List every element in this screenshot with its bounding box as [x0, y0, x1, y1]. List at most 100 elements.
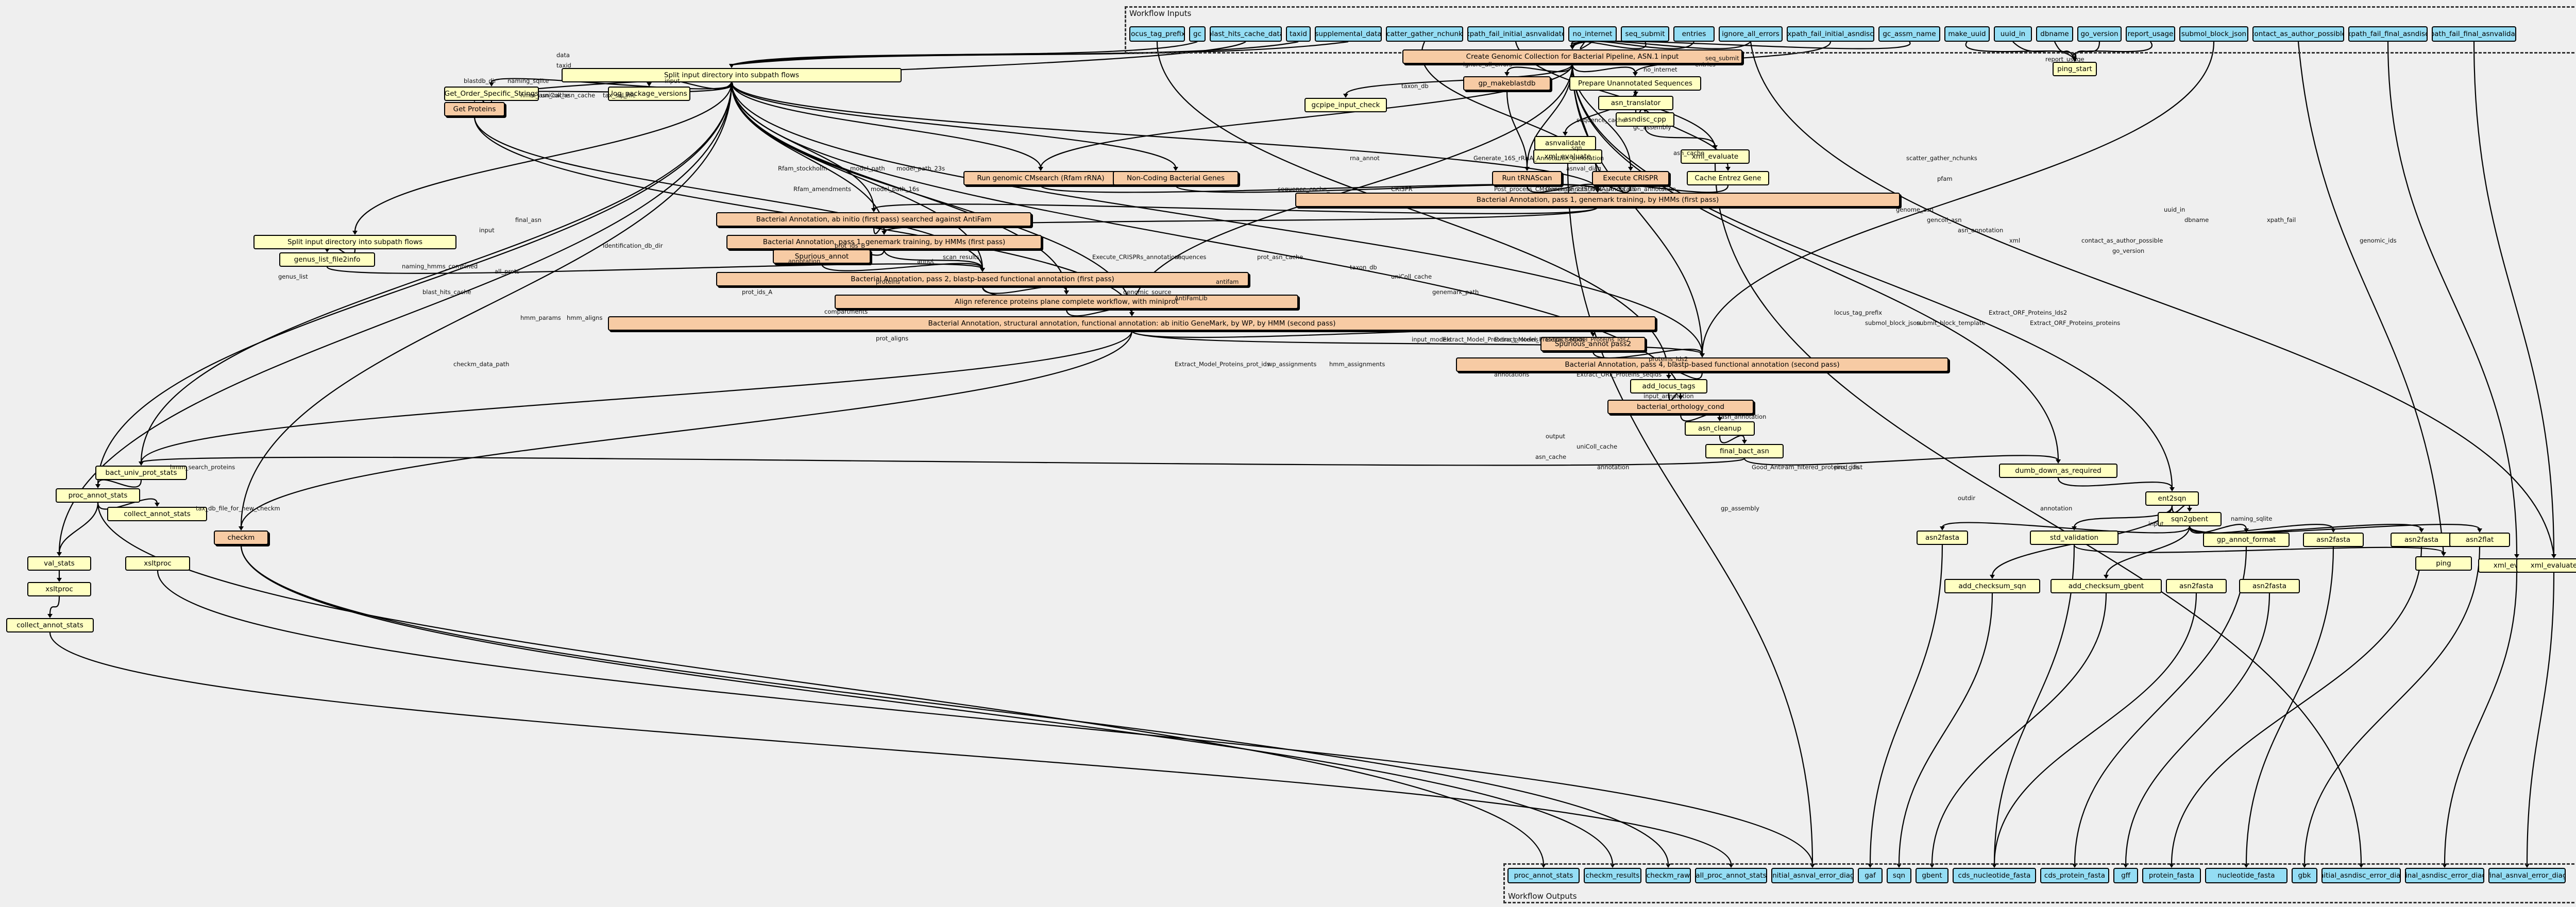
step-xml-evaluate[interactable]: xml_evaluate	[1681, 149, 1750, 164]
step-asn2fasta[interactable]: asn2fasta	[2166, 579, 2227, 593]
step-execute-crispr[interactable]: Execute CRISPR	[1592, 171, 1669, 185]
io-go-version[interactable]: go_version	[2077, 26, 2122, 42]
step-asndisc-cpp[interactable]: asndisc_cpp	[1616, 112, 1674, 127]
io-xpath-fail-final-asnvalidate[interactable]: xpath_fail_final_asnvalidate	[2432, 26, 2516, 42]
step-std-validation[interactable]: std_validation	[2030, 530, 2119, 545]
io-initial-asndisc-error-diag[interactable]: initial_asndisc_error_diag	[2321, 868, 2401, 883]
io-dbname[interactable]: dbname	[2036, 26, 2073, 42]
step-asn-translator[interactable]: asn_translator	[1598, 96, 1673, 110]
io-entries[interactable]: entries	[1673, 26, 1715, 42]
io-checkm-results[interactable]: checkm_results	[1584, 868, 1641, 883]
io-locus-tag-prefix[interactable]: locus_tag_prefix	[1129, 26, 1185, 42]
step-align-reference-proteins-plane-complete-workflow-with-miniprot[interactable]: Align reference proteins plane complete …	[835, 295, 1298, 309]
step-xsltproc[interactable]: xsltproc	[125, 556, 190, 571]
step-run-genomic-cmsearch-rfam-rrna[interactable]: Run genomic CMsearch (Rfam rRNA)	[963, 171, 1118, 185]
step-xsltproc[interactable]: xsltproc	[27, 582, 91, 596]
io-cds-protein-fasta[interactable]: cds_protein_fasta	[2040, 868, 2109, 883]
io-proc-annot-stats[interactable]: proc_annot_stats	[1507, 868, 1580, 883]
io-final-asnval-error-diag[interactable]: final_asnval_error_diag	[2488, 868, 2566, 883]
step-bacterial-annotation-pass-4-blastp-based-functional-annotation-second-pass[interactable]: Bacterial Annotation, pass 4, blastp-bas…	[1456, 357, 1948, 372]
edge-arrowhead	[2302, 864, 2307, 868]
io-contact-as-author-possible[interactable]: contact_as_author_possible	[2252, 26, 2344, 42]
step-val-stats[interactable]: val_stats	[27, 556, 91, 571]
step-xml-evaluate[interactable]: xml_evaluate	[1533, 149, 1602, 164]
step-asn2fasta[interactable]: asn2fasta	[2239, 579, 2300, 593]
io-initial-asnval-error-diag[interactable]: initial_asnval_error_diag	[1771, 868, 1854, 883]
step-genus-list-file2info[interactable]: genus_list_file2info	[279, 252, 375, 267]
io-make-uuid[interactable]: make_uuid	[1944, 26, 1990, 42]
io-nucleotide-fasta[interactable]: nucleotide_fasta	[2205, 868, 2287, 883]
io-cds-nucleotide-fasta[interactable]: cds_nucleotide_fasta	[1953, 868, 2036, 883]
step-asn2flat[interactable]: asn2flat	[2449, 533, 2510, 547]
step-ping[interactable]: ping	[2415, 556, 2472, 571]
step-collect-annot-stats[interactable]: collect_annot_stats	[107, 507, 207, 521]
step-asn2fasta[interactable]: asn2fasta	[2303, 533, 2364, 547]
step-proc-annot-stats[interactable]: proc_annot_stats	[56, 488, 140, 503]
io-ignore-all-errors[interactable]: ignore_all_errors	[1719, 26, 1783, 42]
io-gc-assm-name[interactable]: gc_assm_name	[1878, 26, 1940, 42]
step-add-checksum-sqn[interactable]: add_checksum_sqn	[1944, 579, 2040, 593]
io-xpath-fail-final-asndisc[interactable]: xpath_fail_final_asndisc	[2348, 26, 2428, 42]
step-get-order-specific-strings[interactable]: Get_Order_Specific_Strings	[444, 87, 539, 101]
io-gbent[interactable]: gbent	[1916, 868, 1948, 883]
io-blast-hits-cache-data[interactable]: blast_hits_cache_data	[1210, 26, 1282, 42]
step-prepare-unannotated-sequences[interactable]: Prepare Unannotated Sequences	[1569, 76, 1701, 91]
step-add-locus-tags[interactable]: add_locus_tags	[1630, 379, 1707, 393]
step-log-package-versions[interactable]: log_package_versions	[608, 87, 690, 101]
io-all-proc-annot-stats[interactable]: all_proc_annot_stats	[1695, 868, 1767, 883]
step-ent2sqn[interactable]: ent2sqn	[2145, 491, 2199, 506]
io-submol-block-json[interactable]: submol_block_json	[2179, 26, 2248, 42]
io-seq-submit[interactable]: seq_submit	[1621, 26, 1669, 42]
step-bacterial-orthology-cond[interactable]: bacterial_orthology_cond	[1607, 400, 1754, 414]
step-sqn2gbent[interactable]: sqn2gbent	[2158, 512, 2222, 526]
io-xpath-fail-initial-asndisc[interactable]: xpath_fail_initial_asndisc	[1787, 26, 1874, 42]
step-ping-start[interactable]: ping_start	[2053, 62, 2097, 76]
io-final-asndisc-error-diag[interactable]: final_asndisc_error_diag	[2405, 868, 2484, 883]
step-bact-univ-prot-stats[interactable]: bact_univ_prot_stats	[95, 466, 187, 480]
step-collect-annot-stats[interactable]: collect_annot_stats	[6, 618, 94, 632]
io-checkm-raw[interactable]: checkm_raw	[1646, 868, 1691, 883]
step-bacterial-annotation-pass-1-genemark-training-by-hmms-first-pass[interactable]: Bacterial Annotation, pass 1, genemark t…	[1295, 193, 1900, 207]
io-taxid[interactable]: taxid	[1286, 26, 1311, 42]
step-bacterial-annotation-structural-annotation-functional-annotation-ab-initio-genemark-by-wp-by-hmm-second-pass[interactable]: Bacterial Annotation, structural annotat…	[608, 316, 1656, 331]
step-split-input-directory-into-subpath-flows[interactable]: Split input directory into subpath flows	[253, 235, 456, 249]
step-final-bact-asn[interactable]: final_bact_asn	[1705, 444, 1784, 458]
step-asn-cleanup[interactable]: asn_cleanup	[1685, 421, 1755, 436]
io-xpath-fail-initial-asnvalidate[interactable]: xpath_fail_initial_asnvalidate	[1467, 26, 1564, 42]
io-report-usage[interactable]: report_usage	[2126, 26, 2175, 42]
io-gbk[interactable]: gbk	[2292, 868, 2317, 883]
step-gp-makeblastdb[interactable]: gp_makeblastdb	[1463, 76, 1551, 91]
io-scatter-gather-nchunks[interactable]: scatter_gather_nchunks	[1386, 26, 1463, 42]
step-asn2fasta[interactable]: asn2fasta	[1917, 530, 1968, 545]
step-bacterial-annotation-pass-2-blastp-based-functional-annotation-first-pass[interactable]: Bacterial Annotation, pass 2, blastp-bas…	[716, 272, 1249, 286]
step-asn2fasta[interactable]: asn2fasta	[2391, 533, 2452, 547]
io-gff[interactable]: gff	[2113, 868, 2138, 883]
step-get-proteins[interactable]: Get Proteins	[444, 102, 505, 116]
io-gc[interactable]: gc	[1189, 26, 1206, 42]
step-dumb-down-as-required[interactable]: dumb_down_as_required	[1999, 464, 2117, 478]
edge-s10-s13	[1644, 126, 1716, 147]
edge-label: input	[665, 77, 680, 84]
io-gaf[interactable]: gaf	[1858, 868, 1883, 883]
step-bacterial-annotation-ab-initio-first-pass-searched-against-antifam[interactable]: Bacterial Annotation, ab initio (first p…	[716, 212, 1031, 227]
step-create-genomic-collection-for-bacterial-pipeline-asn-1-input[interactable]: Create Genomic Collection for Bacterial …	[1402, 49, 1742, 64]
step-spurious-annot[interactable]: Spurious_annot	[773, 249, 871, 264]
step-non-coding-bacterial-genes[interactable]: Non-Coding Bacterial Genes	[1113, 171, 1239, 185]
step-spurious-annot-pass2[interactable]: Spurious_annot pass2	[1540, 337, 1646, 351]
step-checkm[interactable]: checkm	[214, 530, 268, 545]
step-split-input-directory-into-subpath-flows[interactable]: Split input directory into subpath flows	[562, 68, 902, 82]
step-gcpipe-input-check[interactable]: gcpipe_input_check	[1304, 98, 1387, 112]
io-protein-fasta[interactable]: protein_fasta	[2142, 868, 2201, 883]
step-add-checksum-gbent[interactable]: add_checksum_gbent	[2050, 579, 2162, 593]
step-xml-evaluate[interactable]: xml_evaluate	[2516, 558, 2576, 573]
step-asnvalidate[interactable]: asnvalidate	[1534, 136, 1596, 150]
step-gp-annot-format[interactable]: gp_annot_format	[2203, 533, 2290, 547]
io-sqn[interactable]: sqn	[1887, 868, 1911, 883]
io-no-internet[interactable]: no_internet	[1568, 26, 1617, 42]
step-run-trnascan[interactable]: Run tRNAScan	[1492, 171, 1562, 185]
io-supplemental-data[interactable]: supplemental_data	[1315, 26, 1382, 42]
io-uuid-in[interactable]: uuid_in	[1994, 26, 2032, 42]
edge-label: annotation	[788, 258, 821, 265]
step-bacterial-annotation-pass-1-genemark-training-by-hmms-first-pass[interactable]: Bacterial Annotation, pass 1, genemark t…	[726, 235, 1042, 249]
step-cache-entrez-gene[interactable]: Cache Entrez Gene	[1687, 171, 1769, 185]
